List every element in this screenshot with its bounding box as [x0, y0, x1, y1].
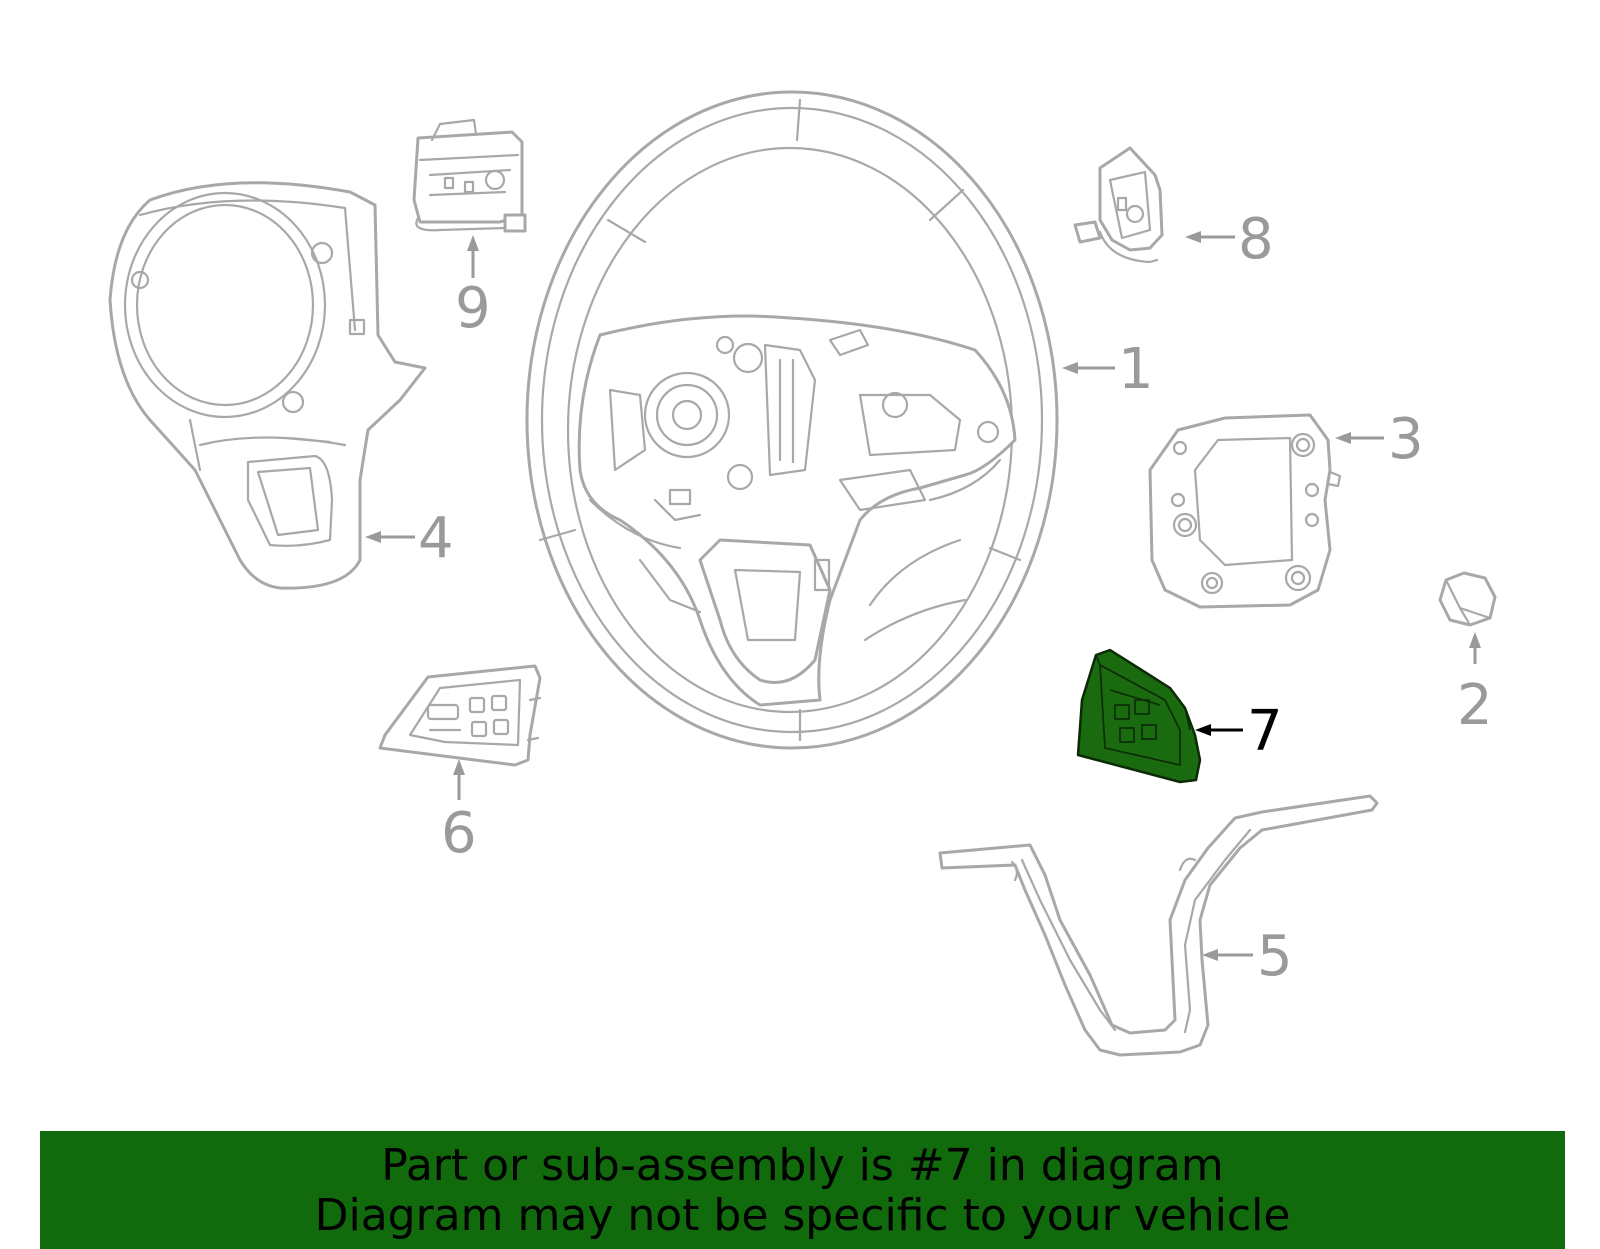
- banner-line-disclaimer: Diagram may not be specific to your vehi…: [314, 1190, 1291, 1241]
- callout-9[interactable]: 9: [455, 276, 491, 341]
- part-2-nut[interactable]: [1438, 571, 1497, 627]
- callout-2[interactable]: 2: [1457, 673, 1493, 738]
- part-9-switch-module[interactable]: [412, 118, 527, 233]
- part-5-spoke-trim[interactable]: [938, 794, 1379, 1057]
- part-6-switch-bezel[interactable]: [378, 664, 542, 767]
- callout-7-selected[interactable]: 7: [1247, 699, 1283, 764]
- callout-3[interactable]: 3: [1388, 407, 1424, 472]
- parts-diagram: 1 2 3 4 5 6 7 8 9: [108, 90, 1497, 1057]
- callout-4[interactable]: 4: [418, 506, 454, 571]
- callout-8[interactable]: 8: [1238, 207, 1274, 272]
- callout-arrows: [365, 231, 1481, 961]
- part-4-rear-cover[interactable]: [108, 181, 427, 590]
- callout-6[interactable]: 6: [441, 801, 477, 866]
- callout-1[interactable]: 1: [1118, 337, 1154, 402]
- part-8-switch[interactable]: [1073, 146, 1164, 264]
- info-banner: Part or sub-assembly is #7 in diagram Di…: [40, 1131, 1565, 1249]
- callout-5[interactable]: 5: [1257, 924, 1293, 989]
- part-7-switch-bezel-highlighted[interactable]: [1076, 648, 1202, 784]
- callout-labels: 1 2 3 4 5 6 7 8 9: [418, 207, 1493, 989]
- banner-line-part-reference: Part or sub-assembly is #7 in diagram: [381, 1140, 1224, 1191]
- part-1-steering-wheel[interactable]: [525, 90, 1059, 750]
- part-3-clockspring[interactable]: [1148, 413, 1342, 609]
